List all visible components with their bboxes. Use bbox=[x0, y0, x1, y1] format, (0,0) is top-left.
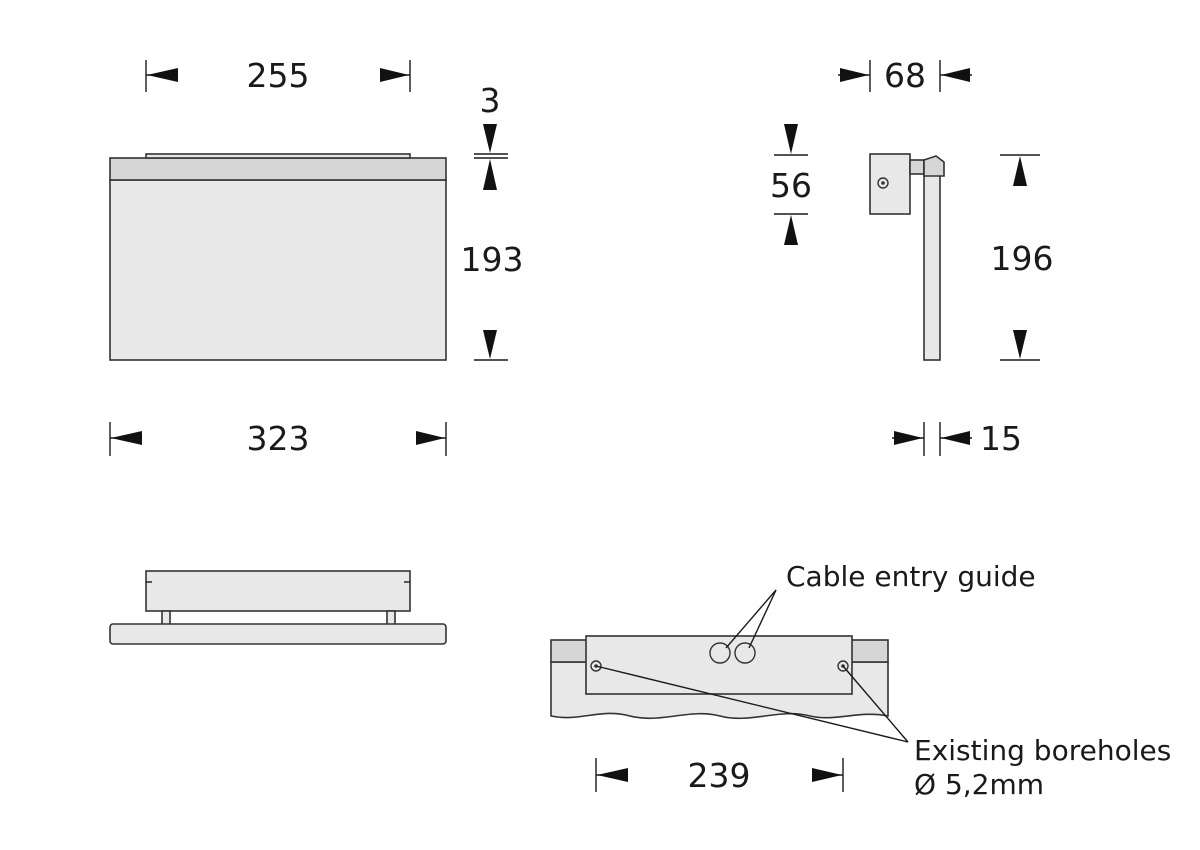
dim-label-height: 193 bbox=[461, 240, 524, 279]
arrowhead bbox=[894, 431, 923, 445]
dim-label-total-height: 196 bbox=[991, 239, 1054, 278]
leader-line bbox=[595, 665, 909, 743]
front-panel-body bbox=[109, 179, 447, 361]
arrowhead bbox=[941, 68, 970, 82]
arrowhead bbox=[941, 431, 970, 445]
arrowhead bbox=[483, 330, 497, 359]
side-panel-cap bbox=[923, 155, 945, 177]
arrowhead bbox=[1013, 156, 1027, 186]
arrowhead bbox=[147, 68, 178, 82]
front-cover-strip bbox=[109, 157, 447, 181]
arrowhead bbox=[812, 768, 842, 782]
boreholes-diameter-label: Ø 5,2mm bbox=[914, 768, 1044, 801]
cable-entry-hole bbox=[709, 642, 731, 664]
arrowhead bbox=[111, 431, 142, 445]
bottom-view bbox=[109, 570, 447, 645]
cable-entry-hole bbox=[734, 642, 756, 664]
borehole-icon bbox=[837, 660, 849, 672]
arrowhead bbox=[784, 124, 798, 154]
dim-top-width: 255 bbox=[145, 56, 411, 95]
mounting-plate bbox=[585, 635, 853, 695]
leader-line bbox=[748, 589, 777, 649]
arrowhead bbox=[597, 768, 628, 782]
arrowhead bbox=[416, 431, 445, 445]
boreholes-label: Existing boreholes bbox=[914, 734, 1171, 767]
screw-icon bbox=[877, 177, 889, 189]
mounting-view: Cable entry guide Existing boreholes Ø 5… bbox=[550, 560, 1171, 801]
dim-label-cover-thickness: 3 bbox=[480, 81, 501, 120]
dim-label-bracket-height: 56 bbox=[770, 166, 812, 205]
front-top-cover bbox=[145, 153, 411, 159]
dim-label-depth: 68 bbox=[884, 56, 926, 95]
leader-line bbox=[842, 665, 909, 743]
bottom-housing bbox=[145, 570, 411, 612]
arrowhead bbox=[380, 68, 409, 82]
side-connector bbox=[909, 159, 925, 175]
leader-line bbox=[725, 589, 777, 649]
arrowhead bbox=[483, 159, 497, 190]
borehole-icon bbox=[590, 660, 602, 672]
arrowhead bbox=[840, 68, 869, 82]
dim-cover-thickness: 3 bbox=[474, 81, 508, 190]
dim-label-panel-thickness: 15 bbox=[980, 419, 1022, 458]
side-panel bbox=[923, 159, 941, 361]
cable-entry-label: Cable entry guide bbox=[786, 560, 1036, 593]
side-bracket bbox=[869, 153, 911, 215]
dim-total-height: 196 bbox=[991, 154, 1054, 361]
dim-height: 193 bbox=[461, 240, 524, 361]
dim-bracket-height: 56 bbox=[770, 124, 812, 245]
bottom-standoff-right bbox=[386, 610, 396, 626]
dim-bottom-width: 323 bbox=[109, 419, 447, 458]
dim-label-top-width: 255 bbox=[247, 56, 310, 95]
side-view: 68 56 196 15 bbox=[770, 56, 1054, 458]
dim-hole-spacing: 239 bbox=[595, 756, 844, 795]
arrowhead bbox=[784, 215, 798, 245]
bottom-standoff-left bbox=[161, 610, 171, 626]
dim-panel-thickness: 15 bbox=[892, 419, 1022, 458]
dim-label-hole-spacing: 239 bbox=[688, 756, 751, 795]
bottom-panel bbox=[109, 623, 447, 645]
dim-label-bottom-width: 323 bbox=[247, 419, 310, 458]
dim-depth: 68 bbox=[838, 56, 972, 95]
front-view: 255 323 3 193 bbox=[109, 56, 524, 458]
arrowhead bbox=[1013, 330, 1027, 359]
arrowhead bbox=[483, 124, 497, 153]
